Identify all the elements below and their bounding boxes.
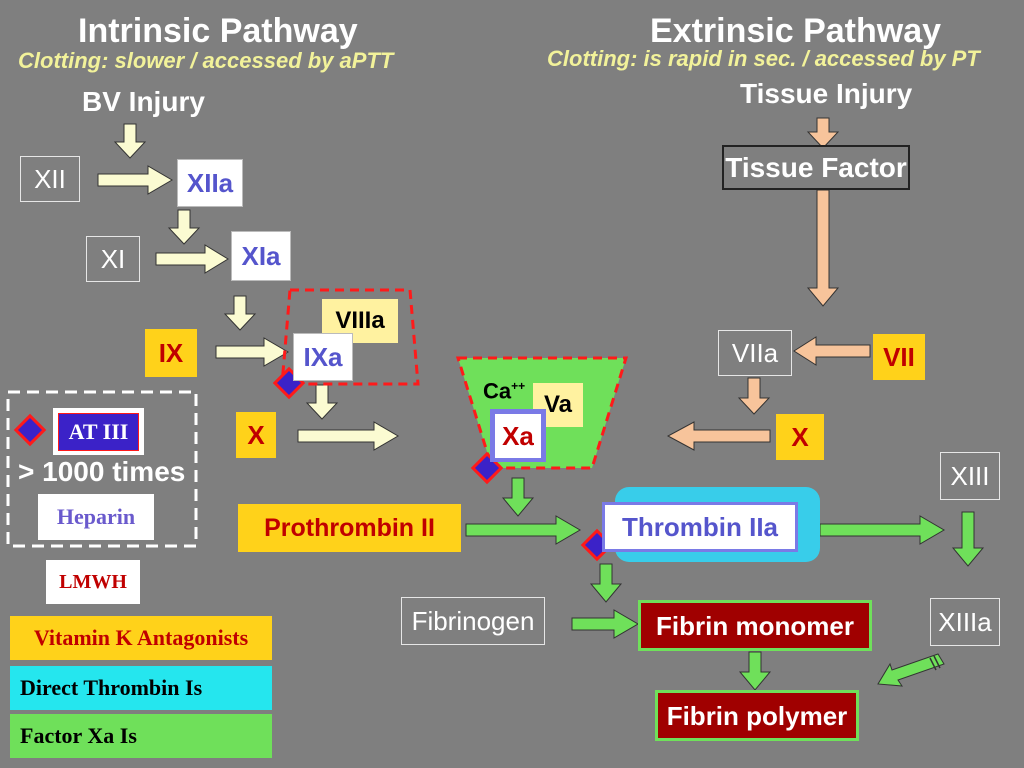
at3-diamond-icon [13, 413, 47, 447]
at3-frame: AT III [53, 408, 144, 455]
lmwh-box: LMWH [46, 560, 140, 604]
factor-x-extrinsic-box: X [776, 414, 824, 460]
factor-ixa-box: IXa [293, 333, 353, 381]
extrinsic-subtitle: Clotting: is rapid in sec. / accessed by… [547, 46, 980, 71]
factor-xiiia-box: XIIIa [930, 598, 1000, 646]
arrow-monomer-down [738, 651, 772, 691]
factor-xi-box: XI [86, 236, 140, 282]
arrow-ix-to-ixa [215, 337, 289, 367]
factor-xii-box: XII [20, 156, 80, 202]
heparin-box: Heparin [38, 494, 154, 540]
factor-xa-frame: Xa [490, 409, 546, 462]
arrow-bv-to-xiia [113, 123, 147, 159]
intrinsic-title: Intrinsic Pathway [78, 12, 358, 50]
prothrombin-box: Prothrombin II [238, 504, 461, 552]
factor-ix-box: IX [145, 329, 197, 377]
arrow-x-to-xa-extrinsic [666, 421, 771, 451]
arrow-xa-down [501, 477, 535, 517]
arrow-xia-down [223, 295, 257, 331]
arrow-fibrinogen-to-monomer [571, 609, 639, 639]
arrow-xi-to-xia [155, 244, 229, 274]
bv-injury-label: BV Injury [82, 86, 205, 117]
arrow-ixa-down [305, 384, 339, 420]
arrow-thrombin-down [589, 563, 623, 603]
calcium-text: Ca [483, 378, 512, 404]
thrombin-box: Thrombin IIa [602, 502, 798, 552]
extrinsic-title: Extrinsic Pathway [650, 12, 942, 50]
tenase-complex-outline [280, 288, 420, 386]
intrinsic-subtitle: Clotting: slower / accessed by aPTT [18, 48, 394, 73]
potency-label: > 1000 times [18, 456, 186, 487]
arrow-xiiia-to-monomer [877, 653, 945, 687]
arrow-viia-down [737, 377, 771, 415]
calcium-label: Ca++ [483, 380, 525, 402]
calcium-charge: ++ [511, 379, 526, 393]
legend-vitamin-k: Vitamin K Antagonists [10, 616, 272, 660]
arrow-xiia-down [167, 209, 201, 245]
at3-box: AT III [58, 412, 139, 451]
arrow-thrombin-to-xiii [819, 515, 945, 545]
arrow-tissue-injury-down [806, 117, 840, 149]
arrow-xiii-down [951, 511, 985, 567]
legend-factor-xa: Factor Xa Is [10, 714, 272, 758]
factor-viia-box: VIIa [718, 330, 792, 376]
arrow-xii-to-xiia [97, 165, 173, 195]
factor-xiia-box: XIIa [177, 159, 243, 207]
arrow-tissue-factor-down [806, 189, 840, 307]
arrow-prothrombin-to-thrombin [465, 515, 581, 545]
factor-xia-box: XIa [231, 231, 291, 281]
arrow-vii-to-viia [793, 336, 871, 366]
arrow-x-to-xa-intrinsic [297, 421, 399, 451]
legend-direct-thrombin: Direct Thrombin Is [10, 666, 272, 710]
factor-xa-box: Xa [495, 413, 541, 458]
tissue-factor-box: Tissue Factor [722, 145, 910, 190]
tissue-injury-label: Tissue Injury [740, 78, 913, 109]
fibrin-polymer-box: Fibrin polymer [655, 690, 859, 741]
factor-vii-box: VII [873, 334, 925, 380]
fibrinogen-box: Fibrinogen [401, 597, 545, 645]
factor-x-intrinsic-box: X [236, 412, 276, 458]
fibrin-monomer-box: Fibrin monomer [638, 600, 872, 651]
factor-xiii-box: XIII [940, 452, 1000, 500]
